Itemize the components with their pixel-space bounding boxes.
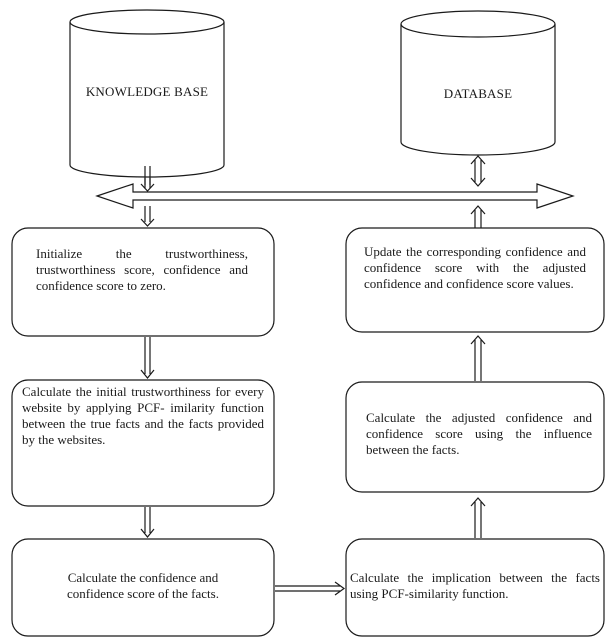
init-to-initial-arrow <box>140 337 155 379</box>
database-label: DATABASE <box>443 86 513 101</box>
adjusted-to-update-arrow <box>470 335 486 381</box>
initial-to-confidence-arrow <box>140 507 155 538</box>
bus-to-init-arrow <box>140 206 155 227</box>
knowledge-base-label: KNOWLEDGE BASE <box>85 84 209 99</box>
calc-implication-box <box>345 538 605 637</box>
calc-initial-text: Calculate the initial trustworthiness fo… <box>22 384 264 447</box>
calc-initial-box <box>11 379 275 507</box>
update-to-bus-arrow <box>470 205 486 228</box>
database-cylinder <box>400 10 556 156</box>
calc-adjusted-text: Calculate the adjusted confidence and co… <box>366 410 592 457</box>
calc-confidence-text: Calculate the confidence and confidence … <box>67 570 219 601</box>
update-box <box>345 227 605 333</box>
update-text: Update the corresponding confidence and … <box>364 244 586 291</box>
calc-adjusted-box <box>345 381 605 493</box>
init-text: Initialize the trustworthiness, trustwor… <box>36 246 248 293</box>
calc-implication-text: Calculate the implication between the fa… <box>350 570 600 601</box>
kb-to-bus-arrow <box>140 166 155 192</box>
bus-double-arrow <box>95 183 575 209</box>
db-bus-arrow <box>470 155 486 187</box>
implication-to-adjusted-arrow <box>470 497 486 538</box>
knowledge-base-cylinder <box>69 9 225 178</box>
calc-confidence-box <box>11 538 275 637</box>
confidence-to-implication-arrow <box>275 581 346 596</box>
init-box <box>11 227 275 337</box>
